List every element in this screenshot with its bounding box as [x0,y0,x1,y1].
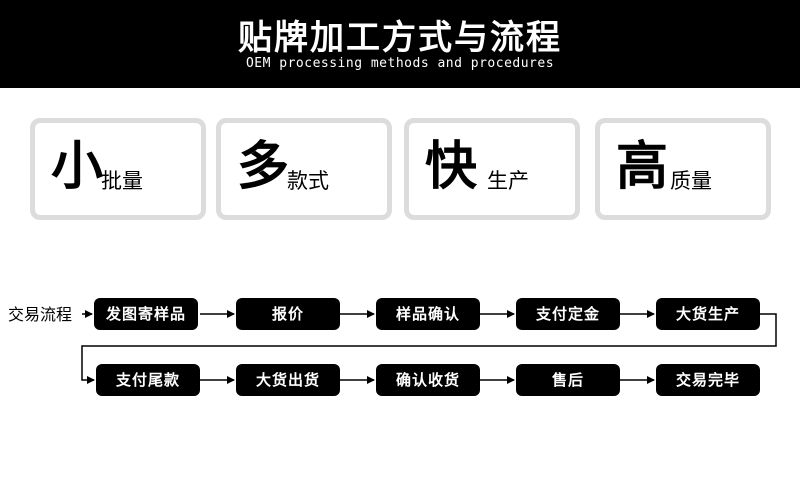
header-banner: 贴牌加工方式与流程 OEM processing methods and pro… [0,0,800,88]
page-subtitle: OEM processing methods and procedures [245,56,555,71]
feature-card-small-batch: 小 批量 [30,118,206,220]
feature-card-high-quality: 高 质量 [595,118,771,220]
step-confirm-receipt: 确认收货 [376,364,480,396]
feature-big-char: 高 [616,137,669,197]
step-shipment: 大货出货 [236,364,340,396]
feature-big-char: 小 [51,137,104,197]
feature-small-text: 生产 [487,169,529,193]
step-pay-balance: 支付尾款 [96,364,200,396]
page-title: 贴牌加工方式与流程 [238,18,562,58]
step-mass-production: 大货生产 [656,298,760,330]
feature-big-char: 快 [425,137,478,197]
feature-card-fast-production: 快 生产 [404,118,580,220]
step-quote: 报价 [236,298,340,330]
step-pay-deposit: 支付定金 [516,298,620,330]
step-send-samples: 发图寄样品 [94,298,198,330]
arrow-connector-wrap [81,313,777,384]
feature-card-many-styles: 多 款式 [216,118,392,220]
process-label: 交易流程 [8,305,73,324]
feature-big-char: 多 [237,137,290,197]
feature-small-text: 批量 [101,169,143,193]
step-deal-complete: 交易完毕 [656,364,760,396]
feature-small-text: 款式 [287,169,329,193]
step-sample-confirm: 样品确认 [376,298,480,330]
feature-small-text: 质量 [670,169,712,193]
step-after-sales: 售后 [516,364,620,396]
